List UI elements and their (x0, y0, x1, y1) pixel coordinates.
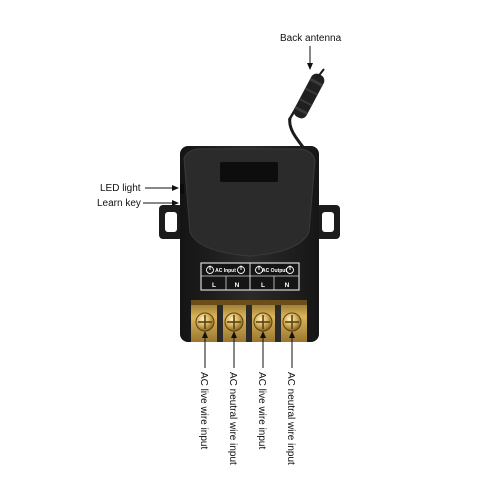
arrow-right-icon (172, 185, 179, 191)
input-n-label: N (235, 282, 240, 289)
right-mount-hole (322, 212, 334, 232)
terminal-screw-icon (195, 312, 215, 332)
terminal-screw-icon (282, 312, 302, 332)
terminal-screw-icon (224, 312, 244, 332)
back-antenna-label: Back antenna (280, 33, 342, 44)
callout-led-light: LED light (100, 183, 179, 194)
ac-input-label: AC Input (215, 268, 236, 274)
terminal-screw-icon (253, 312, 273, 332)
learn-key-label: Learn key (97, 198, 141, 209)
input-l-label: L (212, 282, 216, 289)
label-window (220, 162, 278, 182)
arrow-up-icon (231, 331, 237, 338)
arrow-up-icon (260, 331, 266, 338)
wire-label-2: AC neutral wire input (227, 372, 238, 465)
output-n-label: N (285, 282, 290, 289)
callout-back-antenna: Back antenna (280, 33, 342, 70)
arrow-right-icon (172, 200, 179, 206)
wire-label-3: AC live wire input (256, 372, 267, 449)
wire-label-1: AC live wire input (198, 372, 209, 449)
relay-housing (180, 146, 319, 342)
arrow-up-icon (202, 331, 208, 338)
arrow-down-icon (307, 63, 313, 70)
power-symbol-icon (206, 265, 214, 274)
power-symbol-icon (237, 265, 245, 274)
power-symbol-icon (286, 265, 294, 274)
wire-callout-lines (202, 331, 295, 368)
led-light-label: LED light (100, 183, 141, 194)
output-l-label: L (261, 282, 265, 289)
left-mount-hole (165, 212, 177, 232)
led-indicator (180, 184, 184, 194)
ac-output-label: AC Output (262, 268, 287, 274)
arrow-up-icon (289, 331, 295, 338)
terminal-label-strip: AC Input AC Output L N L N (200, 262, 300, 291)
callout-learn-key: Learn key (97, 198, 179, 209)
antenna (287, 68, 325, 148)
power-symbol-icon (255, 265, 263, 274)
wire-label-4: AC neutral wire input (285, 372, 296, 465)
